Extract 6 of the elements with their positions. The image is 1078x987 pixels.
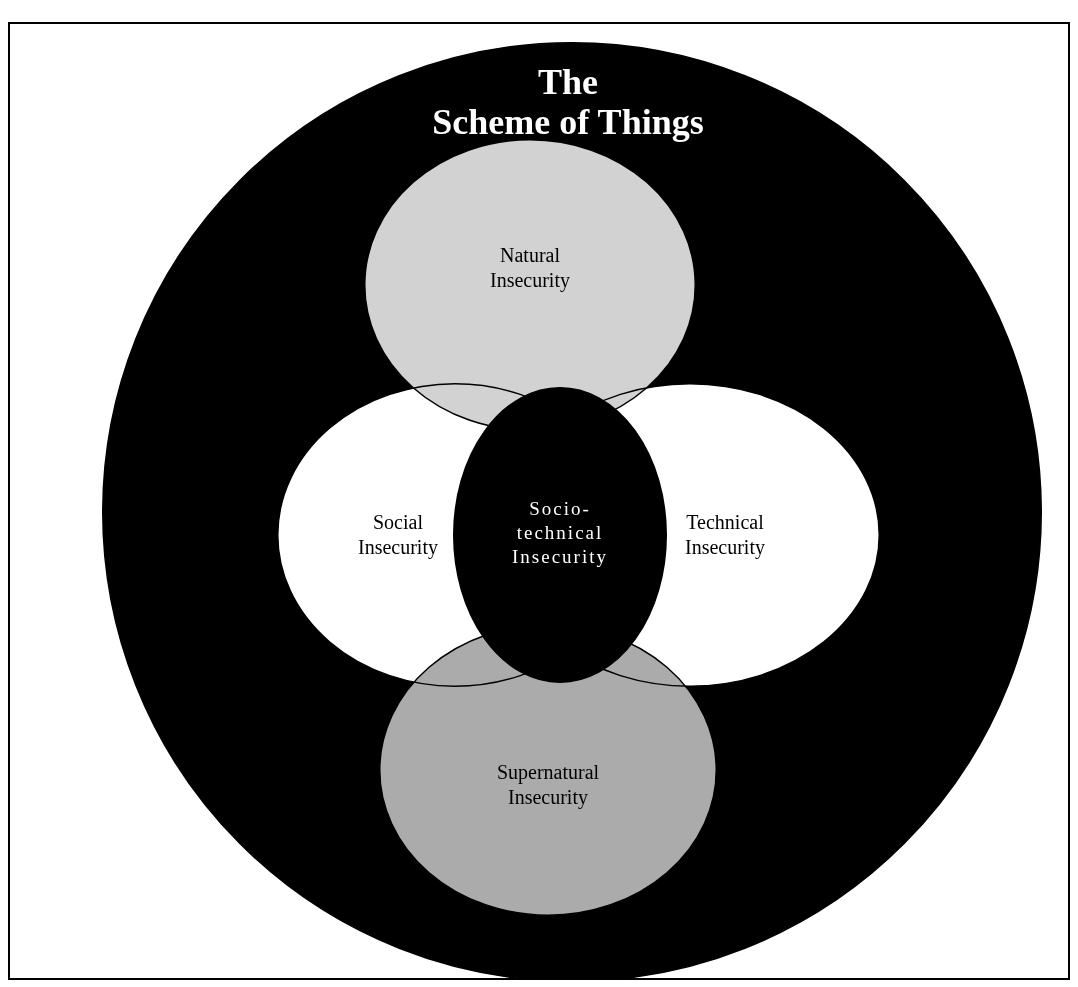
circle-label: Supernatural Insecurity	[495, 760, 601, 810]
circle-label: Technical Insecurity	[684, 510, 766, 560]
circle-label: Socio-technical Insecurity	[511, 497, 609, 569]
circle-label: Natural Insecurity	[489, 243, 571, 293]
circle-label: Social Insecurity	[357, 510, 439, 560]
title-text: The Scheme of Things	[431, 63, 705, 143]
